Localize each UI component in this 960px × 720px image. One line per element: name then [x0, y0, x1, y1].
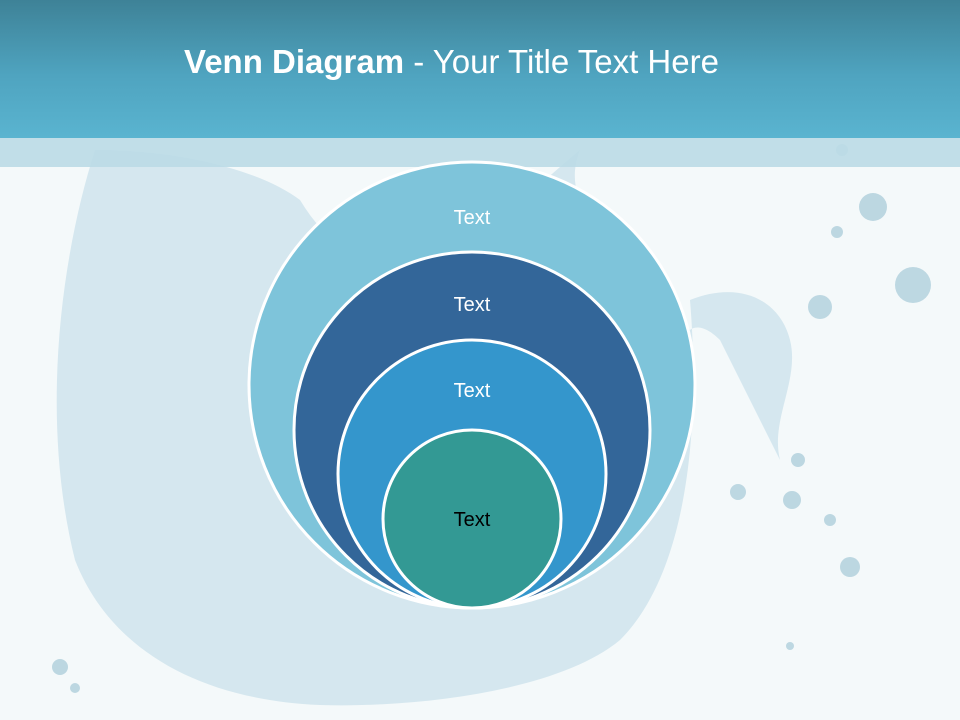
- ring-second-label: Text: [454, 294, 491, 316]
- header-bar: [0, 0, 960, 138]
- ring-inner-label: Text: [454, 509, 491, 531]
- ring-inner[interactable]: [381, 428, 563, 610]
- slide-title: Venn Diagram - Your Title Text Here: [184, 40, 719, 84]
- title-bold-part: Venn Diagram: [184, 43, 405, 80]
- title-rest-part: - Your Title Text Here: [404, 43, 719, 80]
- ring-third-label: Text: [454, 380, 491, 402]
- ring-outer-label: Text: [454, 207, 491, 229]
